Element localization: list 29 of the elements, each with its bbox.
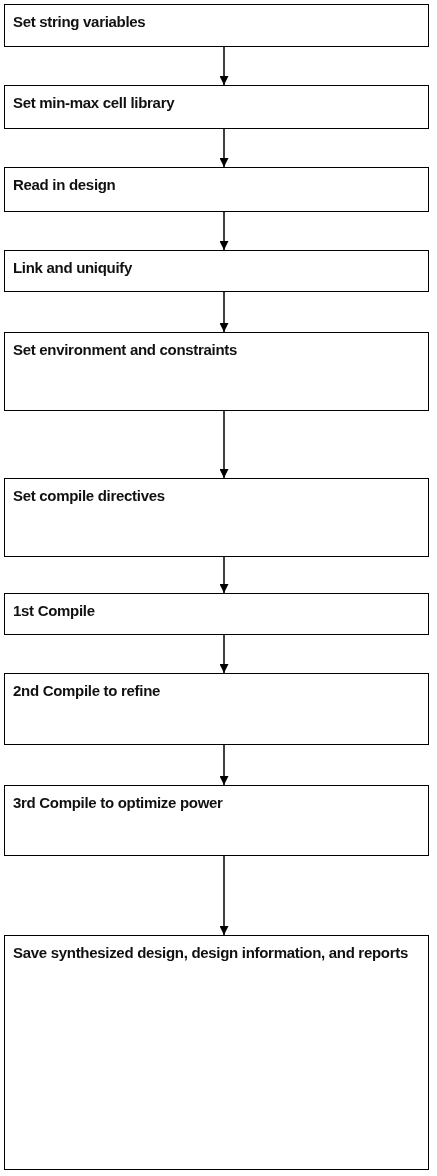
arrow (219, 744, 229, 786)
process-box (4, 4, 429, 47)
arrow (219, 410, 229, 479)
arrow (219, 291, 229, 333)
process-box (4, 593, 429, 635)
process-box (4, 250, 429, 292)
arrow (219, 211, 229, 251)
step-label: Save synthesized design, design information, and reports (13, 943, 409, 963)
step-label: 3rd Compile to optimize power (13, 793, 224, 813)
process-box (4, 85, 429, 129)
process-box (4, 167, 429, 212)
process-box (4, 785, 429, 856)
step-label: Set environment and constraints (13, 340, 239, 360)
process-box (4, 332, 429, 411)
step-label: Read in design (13, 175, 117, 195)
process-box (4, 478, 429, 557)
arrow (219, 128, 229, 168)
step-label: Set string variables (13, 12, 147, 32)
step-label: Set compile directives (13, 486, 166, 506)
step-label: Set min-max cell library (13, 93, 176, 113)
arrow (219, 556, 229, 594)
process-box (4, 673, 429, 745)
arrow (219, 46, 229, 86)
arrow (219, 634, 229, 674)
arrow (219, 855, 229, 936)
step-label: 2nd Compile to refine (13, 681, 162, 701)
step-label: 1st Compile (13, 601, 96, 621)
process-box (4, 935, 429, 1170)
step-label: Link and uniquify (13, 258, 134, 278)
